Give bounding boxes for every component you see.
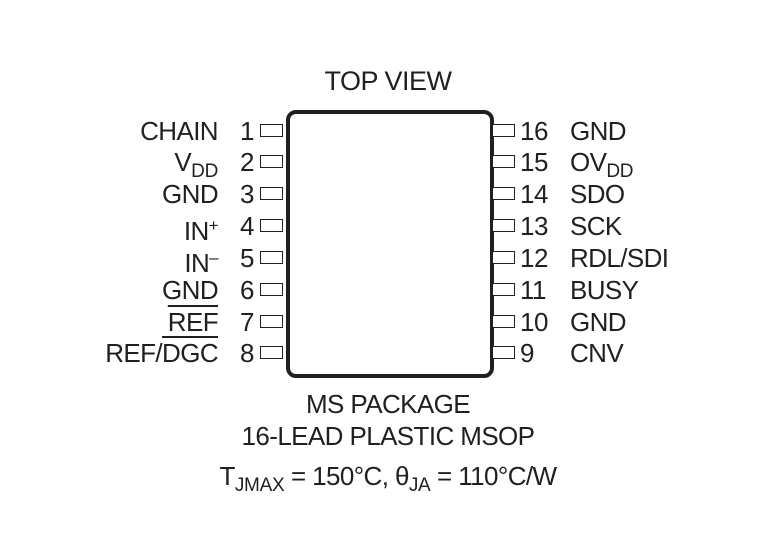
pin-4-number: 4 <box>240 211 254 241</box>
pin-7-lead <box>260 315 283 328</box>
pin-11-label: BUSY <box>570 275 639 305</box>
pin-8-name-b: DGC <box>162 338 219 368</box>
package-name: MS PACKAGE <box>305 389 471 419</box>
pin-12-number: 12 <box>520 243 548 273</box>
pin-14-lead <box>492 187 515 200</box>
pin-16-lead <box>492 124 515 137</box>
pin-2-lead <box>260 155 283 168</box>
tj-subscript: JMAX <box>234 475 285 496</box>
pin-11-number: 11 <box>520 275 547 305</box>
pin-4-superscript: + <box>208 216 219 235</box>
ic-package-body <box>286 110 494 378</box>
pin-2-number: 2 <box>240 147 254 177</box>
pin-8-label: REF/DGC <box>105 340 218 366</box>
pin-8-name-a: REF/ <box>105 338 163 368</box>
theta-subscript: JA <box>408 475 431 496</box>
pin-10-label: GND <box>570 307 627 337</box>
pin-5-label: IN– <box>184 245 218 276</box>
pin-13-label: SCK <box>570 211 622 241</box>
theta-symbol: θ <box>394 461 409 491</box>
pin-14-number: 14 <box>520 179 548 209</box>
pin-16-label: GND <box>570 116 627 146</box>
pin-10-number: 10 <box>520 307 548 337</box>
pin-12-lead <box>492 251 515 264</box>
package-description: 16-LEAD PLASTIC MSOP <box>241 421 535 451</box>
pin-3-lead <box>260 187 283 200</box>
pin-1-label: CHAIN <box>140 116 219 146</box>
pin-4-label: IN+ <box>183 213 219 246</box>
pin-1-lead <box>260 124 283 137</box>
pin-8-number: 8 <box>240 338 254 368</box>
pin-1-number: 1 <box>240 116 254 146</box>
pin-10-lead <box>492 315 515 328</box>
pin-9-label: CNV <box>570 338 624 368</box>
theta-value: = 110°C/W <box>430 461 557 491</box>
pin-7-label: REF <box>167 307 219 337</box>
pin-4-name: IN <box>183 216 209 246</box>
pin-7-number: 7 <box>240 307 254 337</box>
pin-13-number: 13 <box>520 211 548 241</box>
pin-4-lead <box>260 219 283 232</box>
tj-symbol: T <box>219 461 236 491</box>
pin-5-name: IN <box>184 248 210 278</box>
view-title: TOP VIEW <box>324 66 452 96</box>
pin-5-number: 5 <box>240 243 254 273</box>
pin-3-label: GND <box>162 179 219 209</box>
pin-2-name: V <box>174 147 192 177</box>
pin-5-lead <box>260 251 283 264</box>
pin-14-label: SDO <box>570 179 625 209</box>
thermal-spec: TJMAX = 150°C, θJA = 110°C/W <box>0 461 770 501</box>
pin-8-lead <box>260 346 283 359</box>
pin-3-number: 3 <box>240 179 254 209</box>
pin-9-number: 9 <box>520 338 534 368</box>
pin-16-number: 16 <box>520 116 548 146</box>
pin-2-label: VDD <box>174 149 218 185</box>
pin-12-label: RDL/SDI <box>570 243 669 273</box>
pin-15-number: 15 <box>520 147 548 177</box>
pin-6-number: 6 <box>240 275 254 305</box>
pin-9-lead <box>492 346 515 359</box>
pin-6-lead <box>260 283 283 296</box>
pin-5-superscript: – <box>209 248 218 267</box>
pin-15-subscript: DD <box>606 161 634 182</box>
pin-15-label: OVDD <box>570 147 634 185</box>
pin-13-lead <box>492 219 515 232</box>
pin-11-lead <box>492 283 515 296</box>
pin-6-label: GND <box>162 275 219 305</box>
pin-2-subscript: DD <box>191 161 218 182</box>
pin-15-name: OV <box>570 147 607 177</box>
tj-value: = 150°C, <box>284 461 395 491</box>
pin-15-lead <box>492 155 515 168</box>
